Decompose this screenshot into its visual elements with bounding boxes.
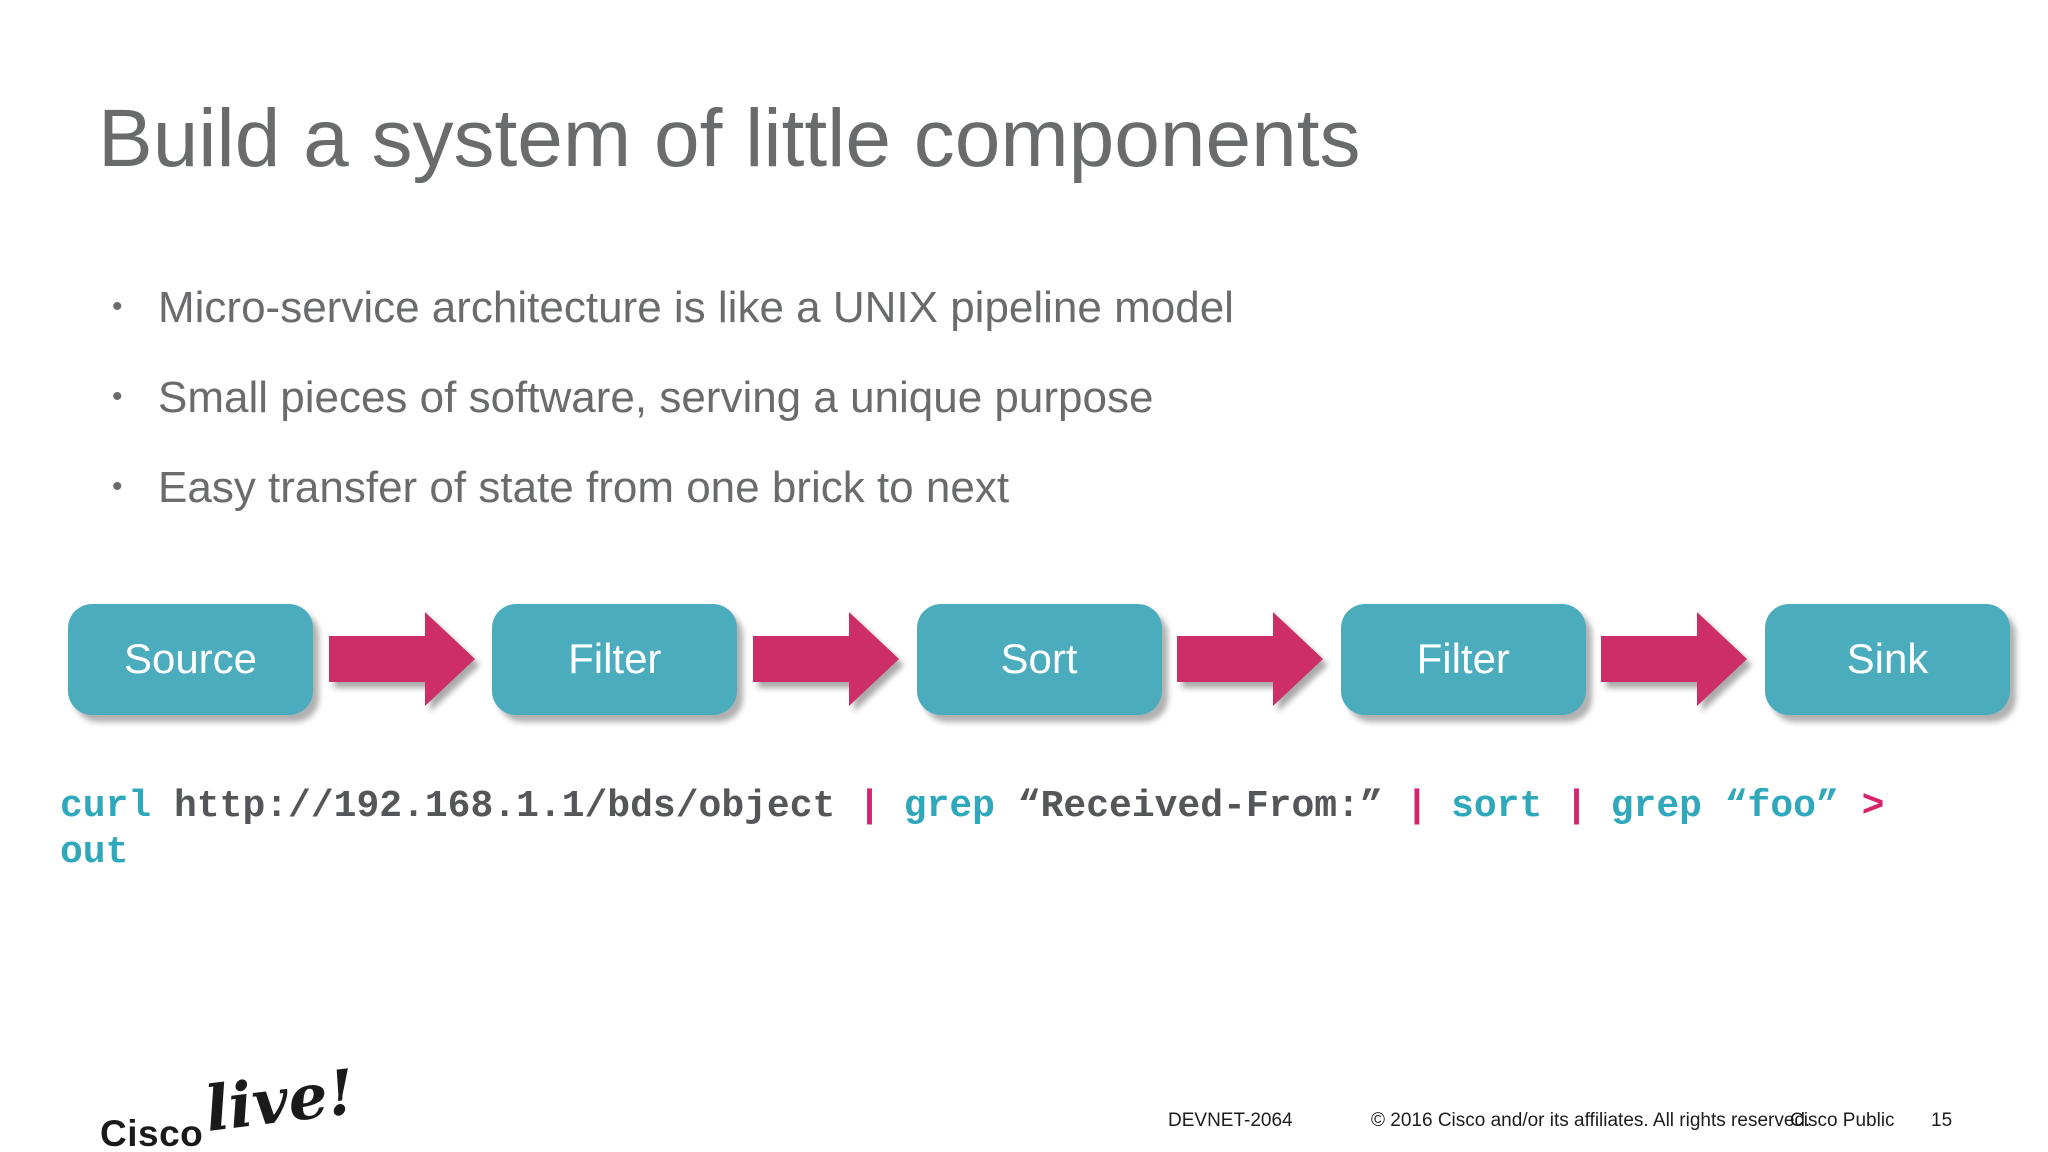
- session-id: DEVNET-2064: [1168, 1110, 1293, 1131]
- code-token: “Received-From:”: [1017, 785, 1406, 828]
- code-token: grep: [1610, 785, 1725, 828]
- code-token: sort: [1451, 785, 1566, 828]
- code-token: |: [1405, 785, 1452, 828]
- bullet-item: Small pieces of software, serving a uniq…: [112, 376, 1234, 420]
- code-token: http://192.168.1.1/bds/object: [174, 785, 859, 828]
- arrow-right-icon: [752, 612, 899, 706]
- page-number: 15: [1931, 1110, 1953, 1131]
- bullet-item: Micro-service architecture is like a UNI…: [112, 286, 1234, 330]
- code-token: out: [60, 831, 129, 874]
- bullet-list: Micro-service architecture is like a UNI…: [112, 286, 1234, 556]
- code-token: “foo”: [1724, 785, 1862, 828]
- code-token: >: [1861, 785, 1885, 828]
- arrow-right-icon: [1177, 612, 1324, 706]
- cisco-logo-text: Cisco: [100, 1113, 204, 1152]
- slide-title: Build a system of little components: [98, 93, 1361, 184]
- pipeline-stage-source-0: Source: [68, 603, 313, 715]
- code-line: curl http://192.168.1.1/bds/object | gre…: [60, 784, 1884, 830]
- code-snippet: curl http://192.168.1.1/bds/object | gre…: [60, 784, 1884, 876]
- pipeline-stage-sink-4: Sink: [1765, 603, 2010, 715]
- cisco-live-logo: Ciscolive!: [100, 1055, 359, 1152]
- code-token: |: [1565, 785, 1611, 828]
- classification-label: Cisco Public: [1790, 1110, 1895, 1131]
- code-token: grep: [903, 785, 1018, 828]
- arrow-right-icon: [1601, 612, 1748, 706]
- bullet-item: Easy transfer of state from one brick to…: [112, 466, 1234, 510]
- copyright-text: © 2016 Cisco and/or its affiliates. All …: [1371, 1110, 1811, 1131]
- code-line: out: [60, 830, 1884, 876]
- pipeline-stage-sort-2: Sort: [916, 603, 1162, 715]
- pipeline-stage-filter-1: Filter: [492, 603, 738, 715]
- live-logo-text: live!: [201, 1055, 359, 1146]
- code-token: curl: [60, 785, 175, 828]
- arrow-right-icon: [328, 612, 475, 706]
- pipeline-diagram: Source Filter Sort Filter Sink: [68, 596, 2010, 722]
- pipeline-stage-filter-3: Filter: [1340, 603, 1586, 715]
- code-token: |: [858, 785, 904, 828]
